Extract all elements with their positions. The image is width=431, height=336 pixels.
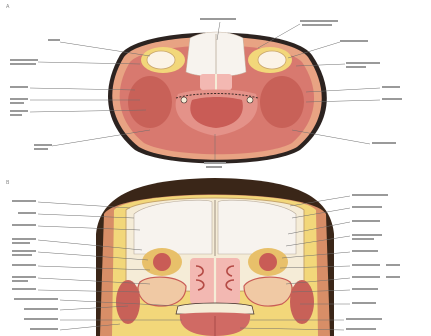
masseter-right [290, 280, 314, 324]
cross-section-b-drawing: B [0, 174, 431, 336]
eye-left-b [153, 253, 171, 271]
label-placeholders-left-a [10, 39, 60, 150]
maxillary-sinus-right [244, 277, 292, 306]
panel-letter-a: A [6, 4, 10, 10]
cross-section-figure-a: A [0, 0, 431, 170]
cross-section-figure-b: B [0, 174, 431, 336]
label-placeholders-left-b [12, 200, 58, 330]
cross-section-a-drawing: A [0, 0, 431, 170]
eyeball-right [258, 51, 286, 69]
label-placeholders-right-b [346, 194, 400, 330]
brain-left-hemisphere [134, 200, 212, 254]
molar-right [247, 97, 253, 103]
molar-left [181, 97, 187, 103]
masseter-left [116, 280, 140, 324]
cheek-muscle-left [128, 76, 172, 128]
eyeball-left [147, 51, 175, 69]
eye-right-b [259, 253, 277, 271]
cheek-muscle-right [260, 76, 304, 128]
palate-b [176, 303, 254, 314]
maxillary-sinus-left [138, 277, 186, 306]
panel-letter-b: B [6, 180, 10, 186]
brain-right-hemisphere [218, 200, 296, 254]
